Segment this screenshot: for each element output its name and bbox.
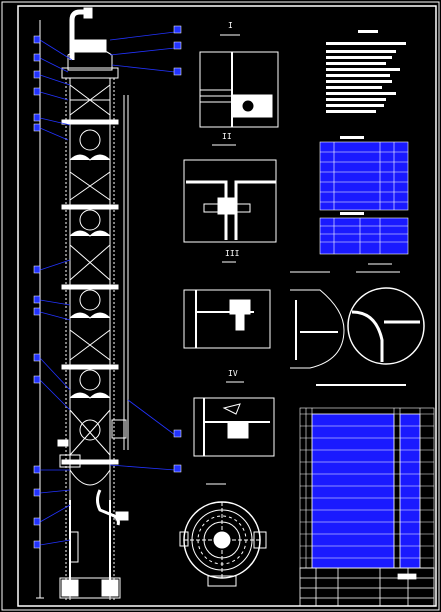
detail-view-3: [183, 261, 271, 349]
detail-view-1: [199, 34, 279, 128]
callout-markers: [33, 25, 182, 549]
technical-notes: [326, 30, 406, 113]
round-detail-right: [347, 263, 425, 365]
section-label-4: IV: [228, 369, 238, 378]
column-apparatus: [36, 7, 129, 600]
section-label-2: II: [222, 132, 232, 141]
callout-leaders: [39, 31, 176, 546]
title-block: [299, 567, 435, 607]
spec-table-2: [319, 212, 409, 255]
parts-list: [299, 407, 435, 569]
section-label-3: III: [225, 249, 240, 258]
caption-bar: [316, 384, 406, 386]
detail-view-4: [193, 381, 275, 457]
inner-frame: [17, 5, 437, 607]
plan-view: [179, 483, 267, 587]
section-label-1: I: [228, 21, 233, 30]
spec-table-1: [319, 136, 409, 211]
round-detail-left: [290, 271, 345, 369]
detail-view-2: [183, 144, 277, 243]
